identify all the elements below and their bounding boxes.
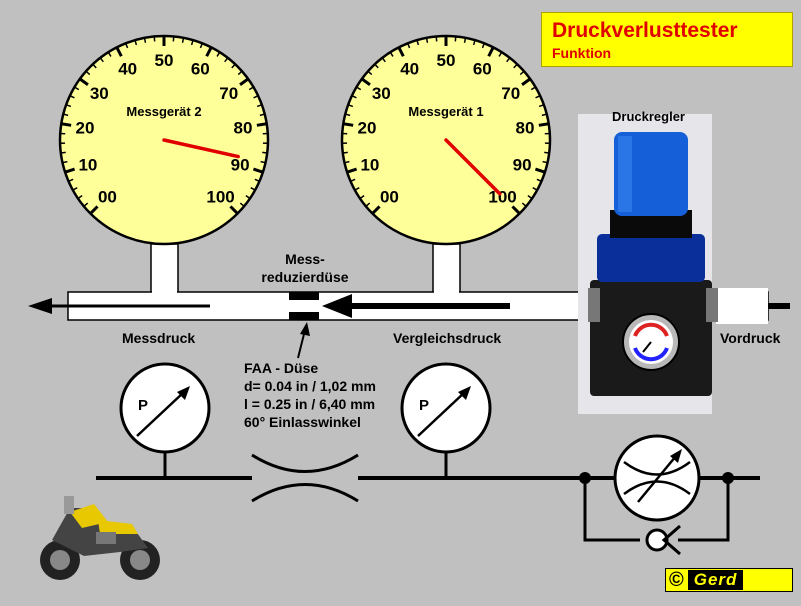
gauge1-scale-label: 30 [372,84,391,103]
gauge2-scale-label: 40 [118,60,137,79]
gauge2-scale-label: 80 [234,118,253,137]
gauge-1-stem [433,244,460,294]
orifice-top [289,292,319,300]
gauge1-tick [544,152,549,153]
copyright-badge: © Gerd [665,568,793,592]
gauge2-tick [61,152,66,153]
gauge1-tick [543,162,548,163]
gauge2-tick [257,124,267,126]
regulator-left-port [588,288,600,322]
gauge2-scale-label: 10 [78,156,97,175]
schematic-gauge-left [121,364,209,452]
gauge1-tick [427,38,428,43]
inlet-pressure-label: Vordruck [720,330,781,346]
gauge2-tick [63,162,68,163]
regulator-symbol [615,436,699,520]
gauge1-tick [345,162,350,163]
gauge1-scale-label: 40 [400,60,419,79]
gauge2-scale-label: 00 [98,188,117,207]
gauge2-tick [183,38,184,43]
gauge1-tick [465,38,466,43]
title-box: Druckverlusttester Funktion [541,12,793,67]
gauge2-tick [262,152,267,153]
gauge2-label: Messgerät 2 [126,104,201,119]
gauge2-scale-label: 20 [76,118,95,137]
gauge1-scale-label: 80 [516,118,535,137]
orifice-label-line2: reduzierdüse [261,269,348,285]
faa-nozzle-title: FAA - Düse [244,360,318,376]
orifice-symbol-lower [252,485,358,502]
copyright-symbol: © [669,569,684,592]
gauge1-tick [539,124,549,126]
measuring-pressure-label: Messdruck [122,330,195,346]
gauge2-tick [145,38,146,43]
motorcycle-icon [40,496,160,580]
gauge1-tick [343,124,353,126]
regulator-right-port [706,288,718,322]
regulator-blue-cap [597,234,705,282]
copyright-name: Gerd [688,570,744,590]
orifice-symbol-upper [252,455,358,472]
faa-callout-arrow [298,322,310,358]
gauge-2-joint [152,291,177,294]
gauge-2-stem [151,244,178,294]
gauge1-scale-label: 00 [380,188,399,207]
gauge1-label: Messgerät 1 [408,104,483,119]
gauge1-scale-label: 100 [488,188,516,207]
faa-nozzle-angle: 60° Einlasswinkel [244,414,361,430]
gauge1-scale-label: 50 [437,51,456,70]
gauge1-tick [343,152,348,153]
pressure-regulator-image [578,114,768,414]
gauge2-scale-label: 100 [206,188,234,207]
title-sub: Funktion [552,45,611,61]
gauge-1-joint [434,291,459,294]
reference-pressure-label: Vergleichsdruck [393,330,501,346]
gauge1-scale-label: 70 [501,84,520,103]
gauge2-tick [261,162,266,163]
gauge2-scale-label: 60 [191,60,210,79]
gauge1-scale-label: 20 [358,118,377,137]
schematic-gauge-right-symbol: P [419,397,429,414]
faa-nozzle-diameter: d= 0.04 in / 1,02 mm [244,378,376,394]
gauge2-scale-label: 90 [231,156,250,175]
regulator-outlet-port [716,288,768,324]
title-main: Druckverlusttester [552,19,738,43]
gauge2-scale-label: 50 [155,51,174,70]
gauge1-scale-label: 10 [360,156,379,175]
faa-nozzle-length: l = 0.25 in / 6,40 mm [244,396,375,412]
gauge2-scale-label: 30 [90,84,109,103]
orifice-bottom [289,312,319,320]
schematic-gauge-right [402,364,490,452]
gauge2-scale-label: 70 [219,84,238,103]
regulator-knob-highlight [618,136,632,212]
regulator-label: Druckregler [612,109,685,124]
gauge1-scale-label: 60 [473,60,492,79]
gauge2-tick [61,124,71,126]
gauge1-scale-label: 90 [513,156,532,175]
orifice-label-line1: Mess- [285,251,325,267]
schematic-gauge-left-symbol: P [138,397,148,414]
